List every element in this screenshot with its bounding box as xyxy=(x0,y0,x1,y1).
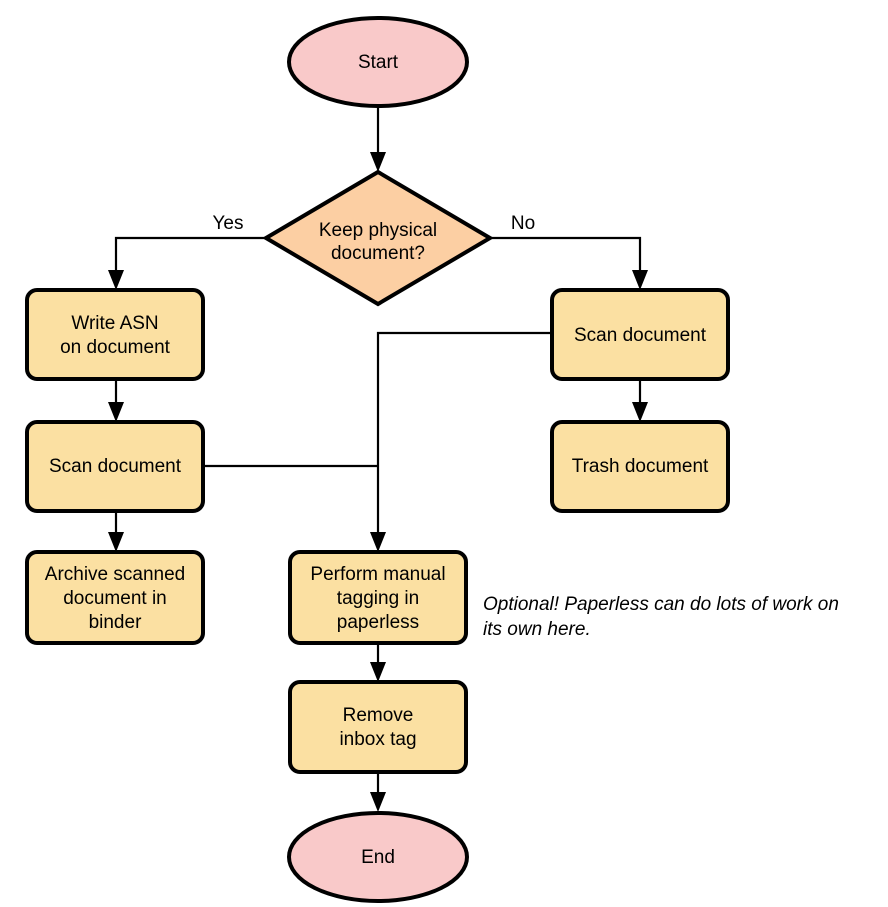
connector-scan-left-to-archive xyxy=(108,511,124,552)
node-scan-document-right[interactable]: Scan document xyxy=(550,288,730,381)
connector-start-to-decision xyxy=(370,106,386,172)
connector-spine-arrowhead xyxy=(370,532,386,552)
node-perform-manual-tagging[interactable]: Perform manual tagging in paperless xyxy=(288,550,468,645)
decision-label-line2: document? xyxy=(331,243,425,264)
node-write-asn-on-document[interactable]: Write ASN on document xyxy=(25,288,205,381)
note-line-2: its own here. xyxy=(483,619,591,640)
start-label: Start xyxy=(358,52,399,73)
start-ellipse-shape xyxy=(287,16,469,108)
trash-document-label: Trash document xyxy=(572,456,709,477)
write-asn-label-line1: Write ASN xyxy=(71,313,158,334)
tagging-label-line3: paperless xyxy=(337,612,419,633)
write-asn-label-line2: on document xyxy=(60,337,171,358)
tagging-label-line2: tagging in xyxy=(337,588,419,609)
scan-document-left-box-shape xyxy=(25,420,205,513)
archive-box-shape xyxy=(25,550,205,645)
remove-inbox-label-line1: Remove xyxy=(343,705,414,726)
write-asn-box-shape xyxy=(25,288,205,381)
archive-label-line2: document in xyxy=(63,588,167,609)
scan-document-right-box-shape xyxy=(550,288,730,381)
node-start[interactable]: Start xyxy=(287,16,469,108)
end-ellipse-shape xyxy=(287,811,469,903)
connector-remove-inbox-to-end xyxy=(370,772,386,812)
scan-document-right-label: Scan document xyxy=(574,325,707,346)
decision-label-line1: Keep physical xyxy=(319,220,437,241)
connector-decision-yes-to-write-asn xyxy=(108,236,266,290)
tagging-label-line1: Perform manual xyxy=(310,564,445,585)
connector-decision-no-to-scan-right xyxy=(490,236,648,290)
annotation-optional-note: Optional! Paperless can do lots of work … xyxy=(483,594,839,640)
connector-tagging-to-remove-inbox xyxy=(370,643,386,682)
end-label: End xyxy=(361,847,395,868)
remove-inbox-label-line2: inbox tag xyxy=(339,729,416,750)
node-end[interactable]: End xyxy=(287,811,469,903)
node-archive-scanned-document[interactable]: Archive scanned document in binder xyxy=(25,550,205,645)
archive-label-line3: binder xyxy=(89,612,142,633)
archive-label-line1: Archive scanned xyxy=(45,564,185,585)
connector-scan-right-to-tagging xyxy=(376,331,552,540)
edge-label-no: No xyxy=(511,213,535,234)
node-remove-inbox-tag[interactable]: Remove inbox tag xyxy=(288,680,468,774)
scan-document-left-label: Scan document xyxy=(49,456,182,477)
remove-inbox-box-shape xyxy=(288,680,468,774)
tagging-box-shape xyxy=(288,550,468,645)
connector-write-asn-to-scan-left xyxy=(108,379,124,422)
decision-diamond-shape xyxy=(262,169,494,307)
edge-label-yes: Yes xyxy=(213,213,244,234)
connector-scan-right-to-trash xyxy=(632,379,648,422)
note-line-1: Optional! Paperless can do lots of work … xyxy=(483,594,839,615)
node-decision-keep-physical-document[interactable]: Keep physical document? xyxy=(262,169,494,307)
trash-document-box-shape xyxy=(550,420,730,513)
node-scan-document-left[interactable]: Scan document xyxy=(25,420,205,513)
node-trash-document[interactable]: Trash document xyxy=(550,420,730,513)
